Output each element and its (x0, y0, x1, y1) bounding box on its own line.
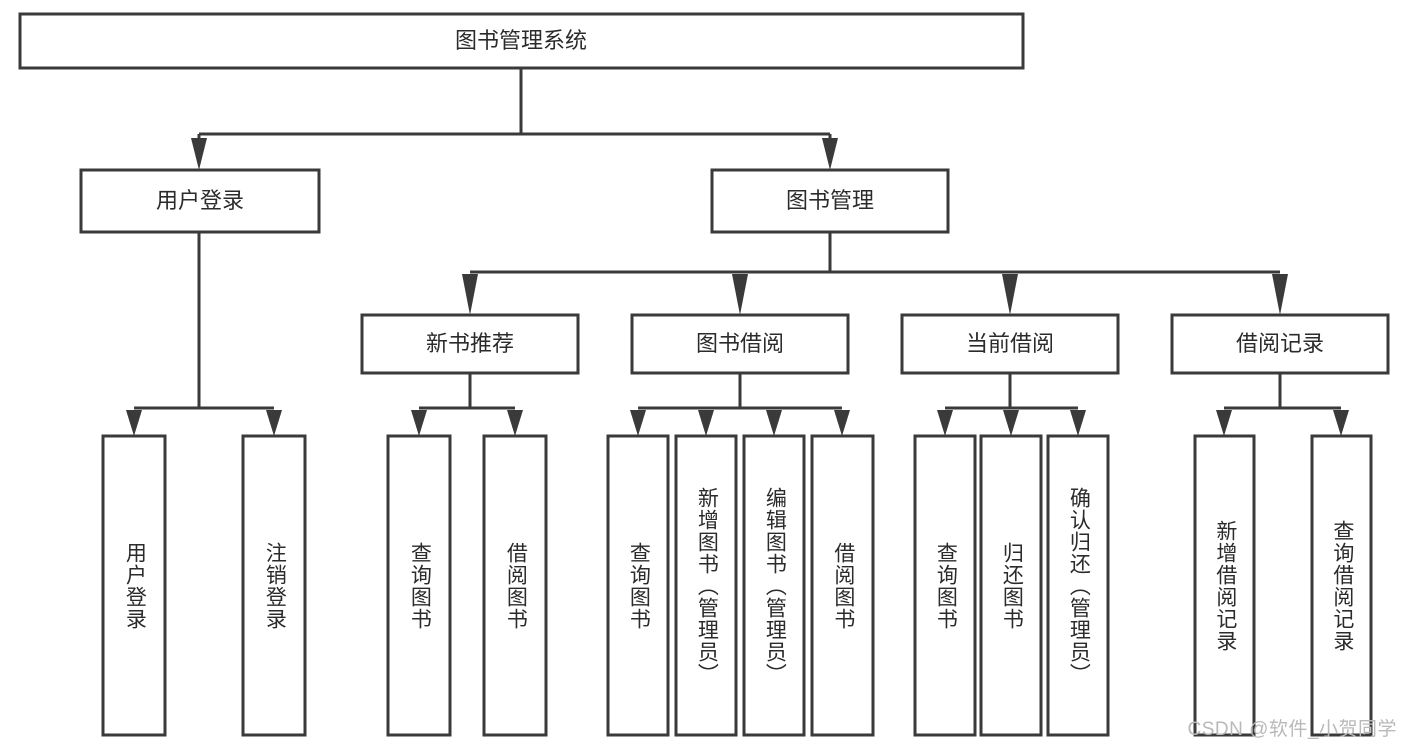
connector-layer (126, 68, 1349, 436)
node-root-box[interactable] (18, 12, 1025, 70)
arrow-head-leaf-edit-book (766, 410, 782, 436)
arrow-head-leaf-user-login (126, 410, 142, 436)
arrow-head-leaf-query-book-2 (630, 410, 646, 436)
arrow-head-leaf-add-book (698, 410, 714, 436)
node-book-borrow-box[interactable] (630, 313, 850, 375)
node-leaf-add-book-box[interactable] (674, 434, 738, 737)
node-new-book-recommend-label: 新书推荐 (426, 331, 514, 356)
node-current-borrow-label: 当前借阅 (966, 331, 1054, 356)
node-leaf-query-book-2-box[interactable] (606, 434, 670, 737)
arrow-head-leaf-borrow-book-2 (834, 410, 850, 436)
node-user-login-label: 用户登录 (156, 188, 244, 213)
node-current-borrow[interactable]: 当前借阅 (900, 313, 1120, 375)
node-root[interactable]: 图书管理系统 (18, 12, 1025, 70)
arrow-head-leaf-query-book-3 (937, 410, 953, 436)
node-leaf-return-book-box[interactable] (979, 434, 1043, 737)
arrow-head-book-borrow (732, 274, 748, 315)
node-borrow-record-label: 借阅记录 (1236, 331, 1324, 356)
node-layer: 图书管理系统 用户登录 图书管理 新书推荐 图书借阅 (18, 12, 1390, 737)
node-borrow-record-box[interactable] (1170, 313, 1390, 375)
node-current-borrow-box[interactable] (900, 313, 1120, 375)
node-leaf-borrow-book-1-box[interactable] (482, 434, 548, 737)
arrow-head-leaf-query-book-1 (411, 410, 427, 436)
node-book-manage-label: 图书管理 (786, 188, 874, 213)
node-leaf-add-record-box[interactable] (1193, 434, 1256, 737)
csdn-watermark: CSDN @软件_小贺同学 (1187, 719, 1397, 740)
arrow-head-new-book-recommend (462, 274, 478, 315)
node-user-login-box[interactable] (79, 168, 321, 234)
node-borrow-record[interactable]: 借阅记录 (1170, 313, 1390, 375)
node-leaf-confirm-return-box[interactable] (1046, 434, 1110, 737)
arrow-head-leaf-return-book (1003, 410, 1019, 436)
node-new-book-recommend[interactable]: 新书推荐 (360, 313, 580, 375)
node-book-manage-box[interactable] (710, 168, 950, 234)
node-leaf-edit-book-box[interactable] (742, 434, 806, 737)
arrow-head-borrow-record (1272, 274, 1288, 315)
node-leaf-borrow-book-2-box[interactable] (810, 434, 875, 737)
node-book-manage[interactable]: 图书管理 (710, 168, 950, 234)
node-leaf-user-login-box[interactable] (101, 434, 167, 737)
arrow-head-leaf-add-record (1216, 410, 1232, 436)
node-leaf-query-book-1-box[interactable] (386, 434, 452, 737)
arrow-head-user-login (191, 138, 207, 170)
arrow-head-leaf-confirm-return (1070, 410, 1086, 436)
arrow-head-leaf-borrow-book-1 (507, 410, 523, 436)
node-new-book-recommend-box[interactable] (360, 313, 580, 375)
arrow-head-current-borrow (1002, 274, 1018, 315)
node-leaf-query-record-box[interactable] (1310, 434, 1373, 737)
node-book-borrow[interactable]: 图书借阅 (630, 313, 850, 375)
node-user-login[interactable]: 用户登录 (79, 168, 321, 234)
node-leaf-query-book-3-box[interactable] (913, 434, 977, 737)
node-root-label: 图书管理系统 (455, 28, 587, 53)
node-leaf-logout-box[interactable] (241, 434, 307, 737)
arrow-head-book-manage (822, 138, 838, 170)
node-book-borrow-label: 图书借阅 (696, 331, 784, 356)
arrow-head-leaf-query-record (1333, 410, 1349, 436)
arrow-head-leaf-logout (266, 410, 282, 436)
